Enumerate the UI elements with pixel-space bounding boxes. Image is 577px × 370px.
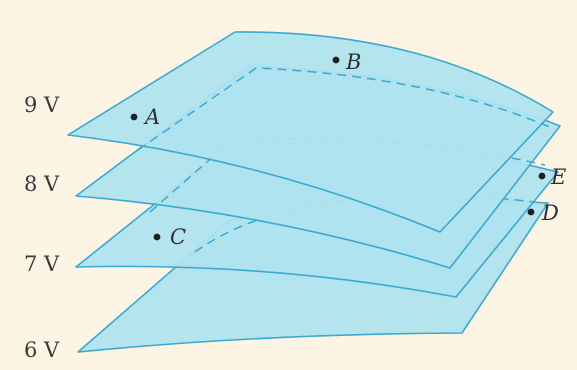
planes-layer	[67, 31, 561, 353]
point-c-label: C	[170, 225, 186, 249]
plane-label-9v: 9 V	[24, 93, 60, 117]
point-b-label: B	[345, 50, 361, 74]
point-d-marker	[527, 208, 535, 216]
plane-9v-hidden-edge	[137, 67, 553, 151]
point-c-marker	[153, 233, 161, 241]
points: A B C D E	[130, 50, 566, 249]
plane-label-6v: 6 V	[24, 338, 60, 362]
point-a-label: A	[143, 105, 160, 129]
point-b-marker	[332, 56, 340, 64]
plane-label-8v: 8 V	[24, 172, 60, 196]
voltage-labels: 9 V 8 V 7 V 6 V	[24, 93, 60, 362]
point-b: B	[332, 50, 361, 74]
plane-label-7v: 7 V	[24, 252, 60, 276]
point-a-marker	[130, 113, 138, 121]
point-e: E	[538, 165, 566, 189]
equipotential-plane-9v	[67, 31, 554, 233]
plane-9v-surface	[67, 31, 554, 233]
point-d: D	[527, 201, 559, 225]
point-d-label: D	[541, 201, 559, 225]
point-c: C	[153, 225, 186, 249]
point-e-marker	[538, 172, 546, 180]
point-e-label: E	[550, 165, 566, 189]
point-a: A	[130, 105, 160, 129]
